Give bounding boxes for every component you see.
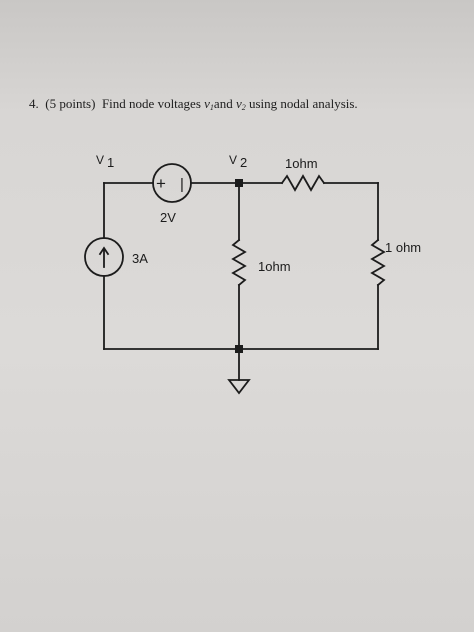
question-number: 4. (29, 96, 39, 111)
voltage-source-plus: + (156, 174, 166, 193)
resistor-right (370, 238, 386, 287)
question-prompt: Find node voltages (101, 96, 201, 111)
var-v2: v2 (235, 96, 246, 112)
label-resistor-middle: 1ohm (258, 259, 291, 274)
var-v1: v1 (204, 96, 214, 112)
voltage-source-circle (152, 163, 192, 203)
current-source-arrow (98, 246, 110, 268)
node-dot-v2 (235, 179, 243, 187)
voltage-source-minus: | (180, 176, 184, 193)
label-resistor-top: 1ohm (285, 156, 318, 171)
question-points: (5 points) (45, 96, 96, 111)
label-voltage-source: 2V (160, 210, 176, 225)
ground-symbol (227, 379, 251, 395)
current-source-circle (84, 237, 124, 277)
label-current-source: 3A (132, 251, 148, 266)
question-suffix: using nodal analysis. (248, 96, 358, 111)
resistor-top (280, 174, 326, 192)
node-dot-ground (235, 345, 243, 353)
and-word: and (213, 96, 233, 111)
question-text: 4. (5 points) Find node voltages v1and v… (29, 96, 358, 112)
resistor-middle (231, 238, 247, 287)
label-resistor-right: 1 ohm (385, 240, 421, 255)
